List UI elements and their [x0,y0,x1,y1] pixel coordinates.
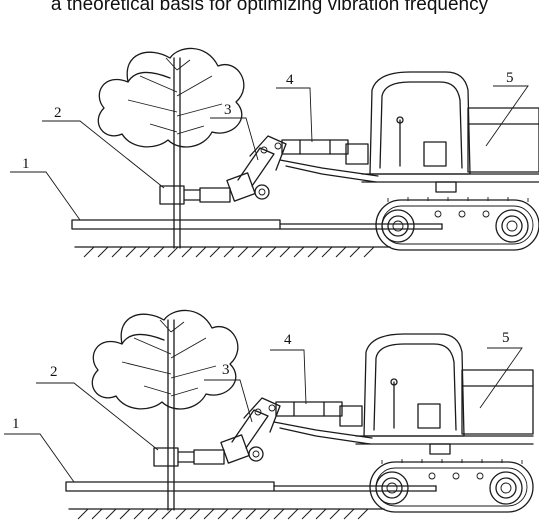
label-3-lower: 3 [222,362,230,378]
label-3: 3 [224,102,232,118]
label-5: 5 [506,70,514,86]
label-2-lower: 2 [50,364,58,380]
label-4: 4 [286,72,294,88]
lower-view: 1 2 3 4 5 [3,309,534,520]
label-5-lower: 5 [502,330,510,346]
upper-view: 1 2 3 4 5 [9,47,539,258]
label-2: 2 [54,105,62,121]
label-4-lower: 4 [284,332,292,348]
caption-text: a theoretical basis for optimizing vibra… [50,0,489,15]
label-1-lower: 1 [12,416,20,432]
label-1: 1 [22,156,30,172]
